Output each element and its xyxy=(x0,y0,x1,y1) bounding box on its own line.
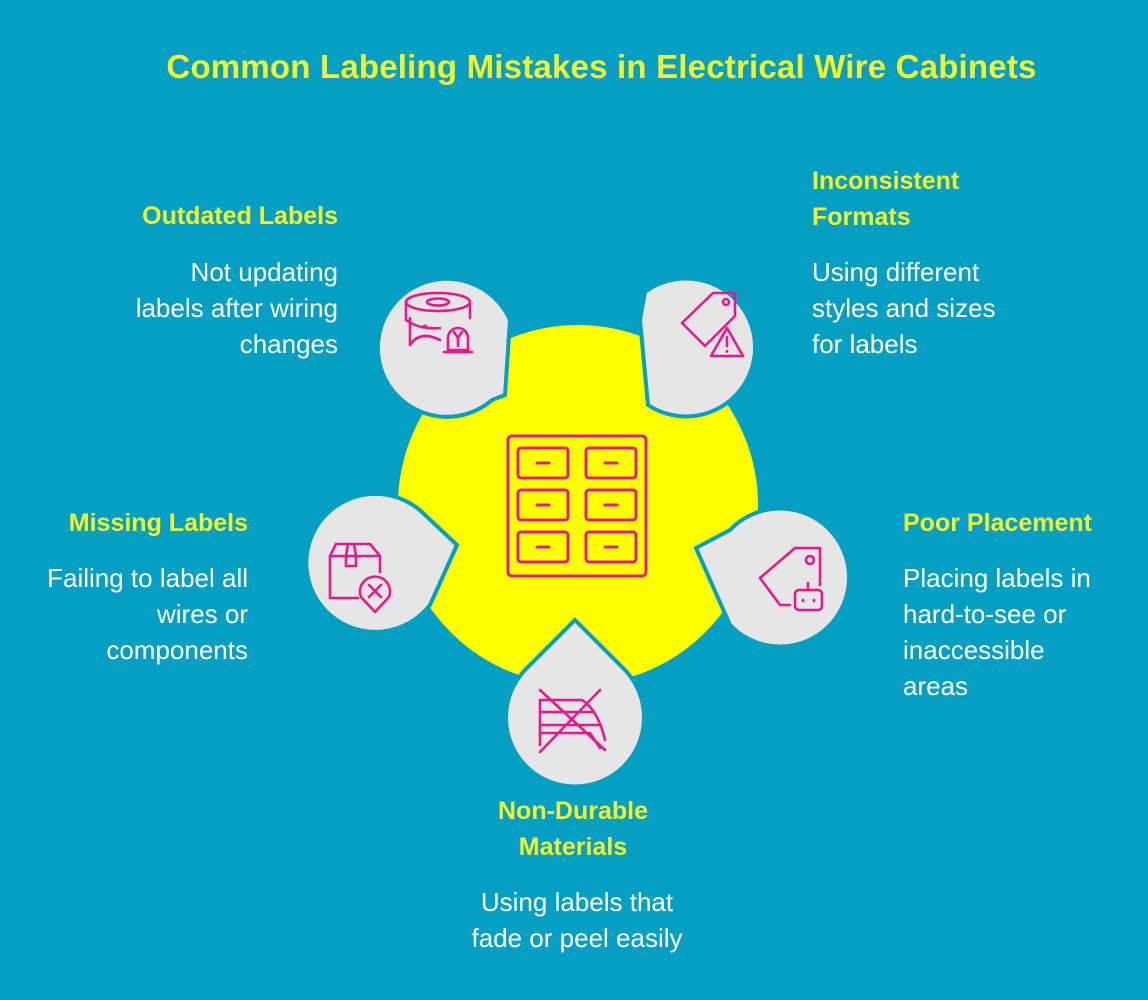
description-line: for labels xyxy=(812,329,918,359)
description-line: Using labels that xyxy=(480,887,674,917)
non-durable-materials-description: Using labels that fade or peel easily xyxy=(407,884,747,956)
missing-labels-description: Failing to label all wires or components xyxy=(0,560,248,668)
outdated-labels-description: Not updating labels after wiring changes xyxy=(40,254,338,362)
inconsistent-formats-description: Using different styles and sizes for lab… xyxy=(812,254,1132,362)
description-line: components xyxy=(106,635,248,665)
petal-poor-placement xyxy=(693,506,852,649)
description-line: hard-to-see or xyxy=(903,599,1067,629)
label-roll-icon xyxy=(404,291,474,354)
description-line: areas xyxy=(903,671,969,701)
heading-line: Non-Durable xyxy=(498,797,648,825)
poor-placement-heading: Poor Placement xyxy=(903,505,1143,541)
description-line: Placing labels in xyxy=(903,563,1091,593)
description-line: fade or peel easily xyxy=(471,923,683,953)
description-line: changes xyxy=(239,329,338,359)
non-durable-materials-heading: Non-Durable Materials xyxy=(423,793,723,865)
missing-labels-heading: Missing Labels xyxy=(0,505,248,541)
heading-line: Materials xyxy=(518,833,628,861)
description-line: Using different xyxy=(812,257,980,287)
poor-placement-description: Placing labels in hard-to-see or inacces… xyxy=(903,560,1143,704)
petal-inconsistent-formats xyxy=(637,276,758,419)
heading-line: Inconsistent xyxy=(812,167,960,195)
description-line: inaccessible xyxy=(903,635,1045,665)
cabinet-drawers-icon xyxy=(506,434,648,578)
description-line: styles and sizes xyxy=(812,293,996,323)
description-line: Not updating xyxy=(190,257,338,287)
box-x-icon xyxy=(328,542,392,614)
heading-line: Poor Placement xyxy=(903,509,1092,537)
tag-plug-icon xyxy=(758,546,824,612)
page-title: Common Labeling Mistakes in Electrical W… xyxy=(166,48,1037,85)
outdated-labels-heading: Outdated Labels xyxy=(60,198,338,234)
petal-outdated-labels xyxy=(375,276,513,419)
description-line: labels after wiring xyxy=(135,293,338,323)
heading-line: Missing Labels xyxy=(68,509,248,537)
description-line: Failing to label all xyxy=(47,563,248,593)
crossed-material-icon xyxy=(538,688,607,754)
description-line: wires or xyxy=(156,599,248,629)
inconsistent-formats-heading: Inconsistent Formats xyxy=(812,163,1112,235)
heading-line: Formats xyxy=(812,203,911,231)
tag-warning-icon xyxy=(680,291,745,358)
heading-line: Outdated Labels xyxy=(142,202,338,230)
